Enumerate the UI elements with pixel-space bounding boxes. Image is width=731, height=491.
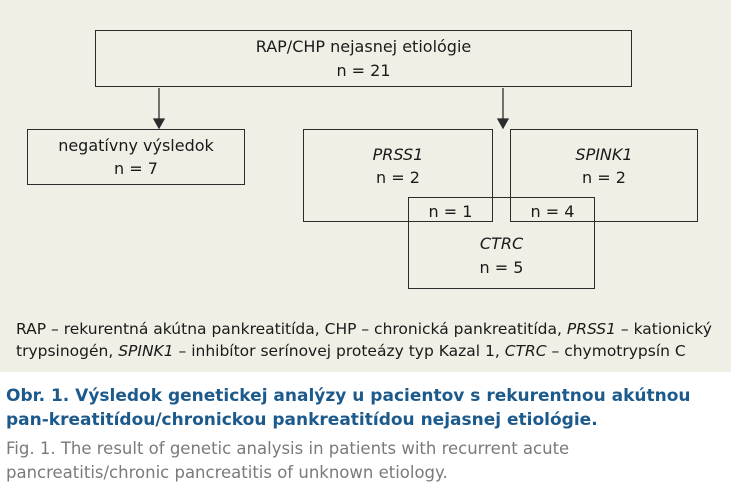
root-title: RAP/CHP nejasnej etiológie [255, 37, 472, 56]
prss1-box [303, 129, 493, 222]
legend-part-4: – chymotrypsín C [546, 342, 686, 360]
legend-gene-prss1: PRSS1 [566, 320, 616, 338]
diagram-panel: RAP/CHP nejasnej etiológie n = 21 negatí… [0, 0, 731, 372]
legend-gene-ctrc: CTRC [504, 342, 547, 360]
arrowhead-genes [496, 118, 510, 130]
ctrc-count: n = 5 [479, 258, 524, 277]
arrowhead-negative [152, 118, 166, 130]
ctrc-box [408, 197, 595, 289]
caption-english: Fig. 1. The result of genetic analysis i… [6, 439, 570, 482]
legend-text: RAP – rekurentná akútna pankreatitída, C… [16, 318, 721, 362]
spink1-count: n = 2 [582, 168, 626, 187]
negative-title: negatívny výsledok [58, 136, 214, 155]
root-count: n = 21 [336, 61, 391, 80]
negative-count: n = 7 [114, 159, 158, 178]
overlap-prss1-ctrc: n = 1 [428, 202, 473, 221]
prss1-title: PRSS1 [372, 145, 424, 164]
overlap-spink1-ctrc: n = 4 [530, 202, 575, 221]
prss1-count: n = 2 [376, 168, 420, 187]
legend-part-3: – inhibítor serínovej proteázy typ Kazal… [173, 342, 505, 360]
legend-part-1: RAP – rekurentná akútna pankreatitída, C… [16, 320, 567, 338]
root-box [95, 30, 632, 87]
legend-part-2: – kationický trypsinogén, [16, 320, 712, 360]
caption-slovak: Obr. 1. Výsledok genetickej analýzy u pa… [6, 386, 691, 430]
negative-box [27, 129, 245, 185]
ctrc-title: CTRC [479, 234, 524, 253]
connector-arrows [152, 88, 510, 130]
spink1-box [510, 129, 698, 222]
spink1-title: SPINK1 [575, 145, 633, 164]
legend-gene-spink1: SPINK1 [118, 342, 174, 360]
